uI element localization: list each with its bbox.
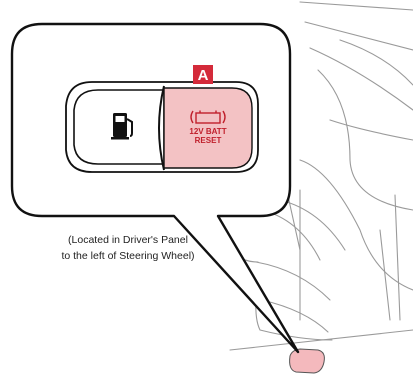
callout-bubble: [10, 22, 300, 354]
battery-icon: [190, 110, 226, 124]
label-a-badge: [193, 65, 213, 84]
battery-reset-label-line2: RESET: [195, 136, 222, 145]
button-divider: [158, 85, 165, 171]
fuel-pump-icon: [111, 113, 133, 140]
location-caption: (Located in Driver's Panel to the left o…: [4, 232, 252, 264]
battery-reset-button: [163, 87, 253, 169]
location-caption-line2: to the left of Steering Wheel): [61, 250, 195, 262]
label-a-letter: A: [198, 67, 209, 84]
battery-reset-label-line1: 12V BATT: [189, 127, 226, 136]
highlighted-button-location: [289, 348, 325, 374]
location-caption-line1: (Located in Driver's Panel: [68, 234, 188, 246]
